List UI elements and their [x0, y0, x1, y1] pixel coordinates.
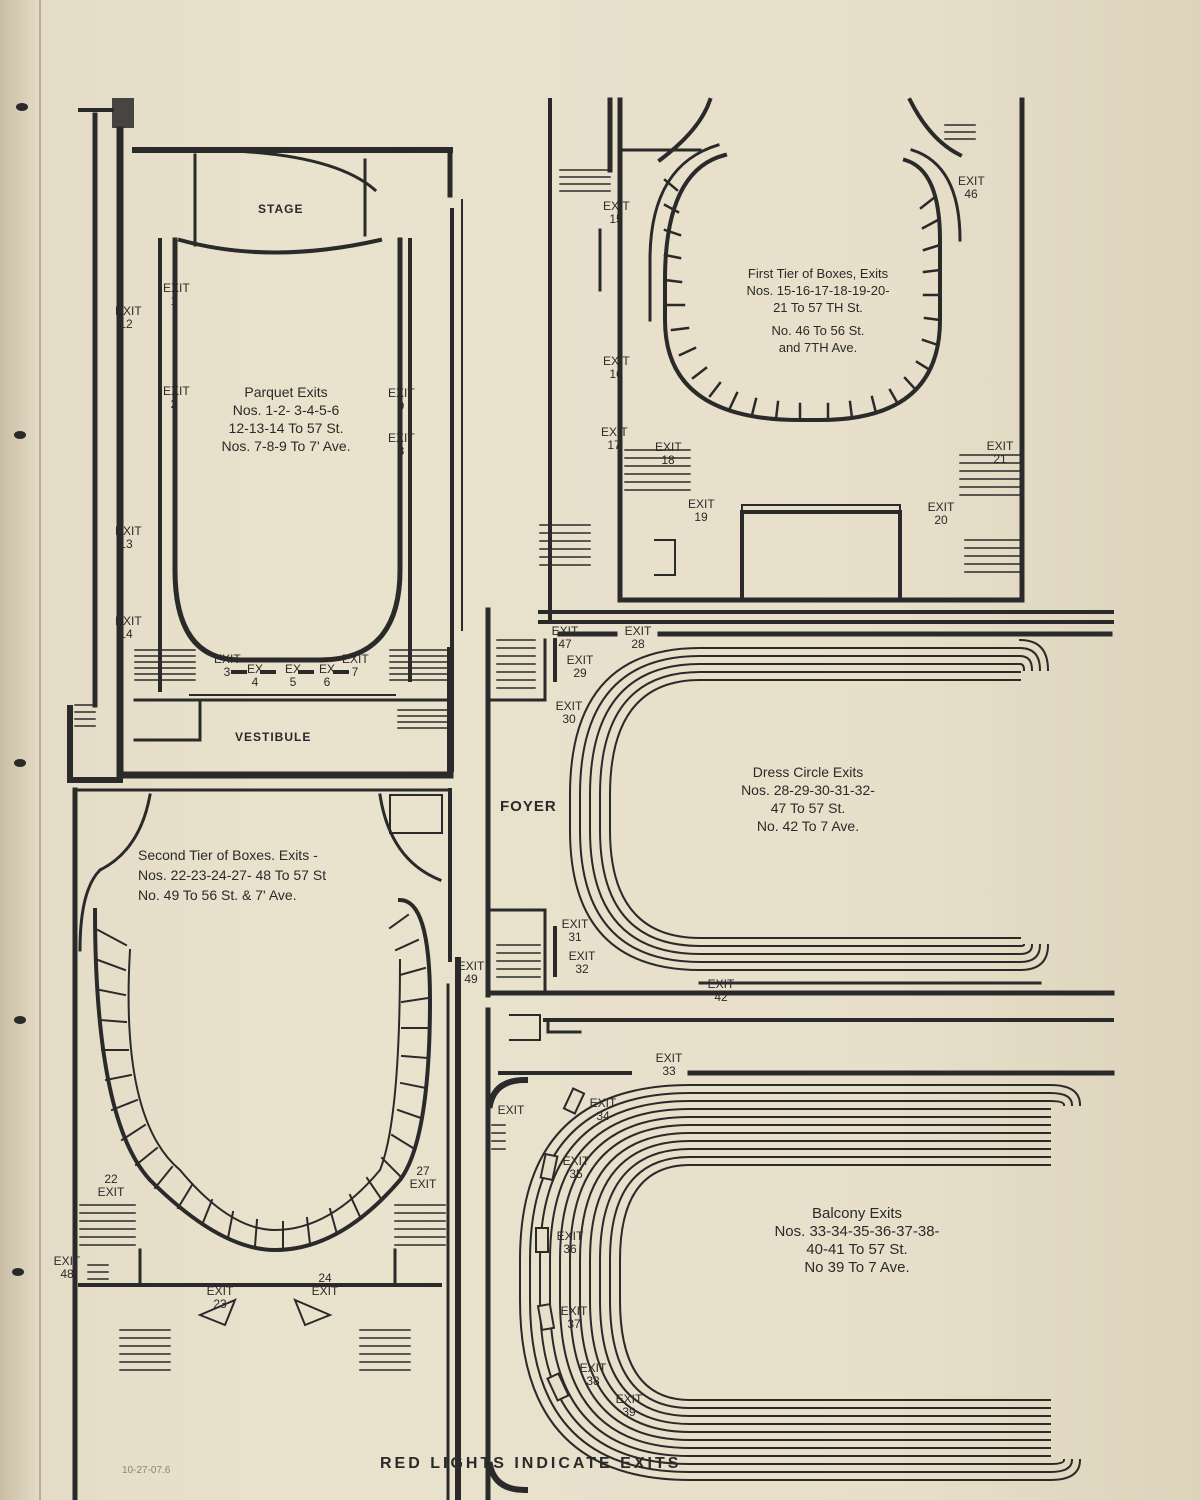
first-tier-plan — [539, 97, 1025, 622]
dress-circle-plan — [485, 607, 1115, 998]
first-tier-heading: First Tier of Boxes, Exits — [747, 266, 889, 281]
parquet-line-3: Nos. 7-8-9 To 7' Ave. — [221, 438, 351, 454]
first-tier-line-4: and 7TH Ave. — [778, 340, 858, 355]
vestibule-label: VESTIBULE — [235, 730, 312, 744]
second-tier-plan — [72, 787, 461, 1500]
second-tier-legend: Second Tier of Boxes. Exits - Nos. 22-23… — [138, 845, 398, 905]
balcony-line-2: 40-41 To 57 St. — [806, 1241, 908, 1258]
dress-circle-line-1: Nos. 28-29-30-31-32- — [741, 782, 875, 798]
balcony-plan — [485, 1007, 1115, 1500]
second-tier-line-1: Nos. 22-23-24-27- 48 To 57 St — [138, 867, 327, 883]
parquet-heading: Parquet Exits — [244, 384, 328, 400]
dress-circle-line-3: No. 42 To 7 Ave. — [756, 818, 860, 834]
parquet-line-2: 12-13-14 To 57 St. — [228, 420, 344, 436]
foyer-label: FOYER — [500, 798, 557, 815]
balcony-line-3: No 39 To 7 Ave. — [804, 1259, 910, 1276]
parquet-exits-legend: Parquet Exits Nos. 1-2- 3-4-5-6 12-13-14… — [186, 383, 386, 455]
first-tier-legend: First Tier of Boxes, Exits Nos. 15-16-17… — [718, 265, 918, 356]
dress-circle-legend: Dress Circle Exits Nos. 28-29-30-31-32- … — [708, 763, 908, 835]
binding-holes — [12, 103, 28, 1276]
first-tier-line-2: 21 To 57 TH St. — [773, 300, 863, 315]
balcony-legend: Balcony Exits Nos. 33-34-35-36-37-38- 40… — [732, 1205, 982, 1277]
balcony-line-1: Nos. 33-34-35-36-37-38- — [774, 1223, 940, 1240]
first-tier-line-3: No. 46 To 56 St. — [771, 323, 865, 338]
balcony-heading: Balcony Exits — [811, 1205, 903, 1222]
parquet-line-1: Nos. 1-2- 3-4-5-6 — [232, 402, 340, 418]
dress-circle-line-2: 47 To 57 St. — [770, 800, 846, 816]
second-tier-line-2: No. 49 To 56 St. & 7' Ave. — [138, 887, 297, 903]
parquet-plan — [67, 98, 463, 783]
exits-caption: RED LIGHTS INDICATE EXITS — [380, 1455, 682, 1472]
first-tier-line-1: Nos. 15-16-17-18-19-20- — [746, 283, 890, 298]
second-tier-heading: Second Tier of Boxes. Exits - — [138, 847, 318, 863]
stage-label: STAGE — [258, 202, 304, 216]
pencil-note: 10-27-07.6 — [122, 1465, 171, 1476]
dress-circle-heading: Dress Circle Exits — [752, 764, 864, 780]
exit-side: EXIT — [497, 1103, 525, 1117]
